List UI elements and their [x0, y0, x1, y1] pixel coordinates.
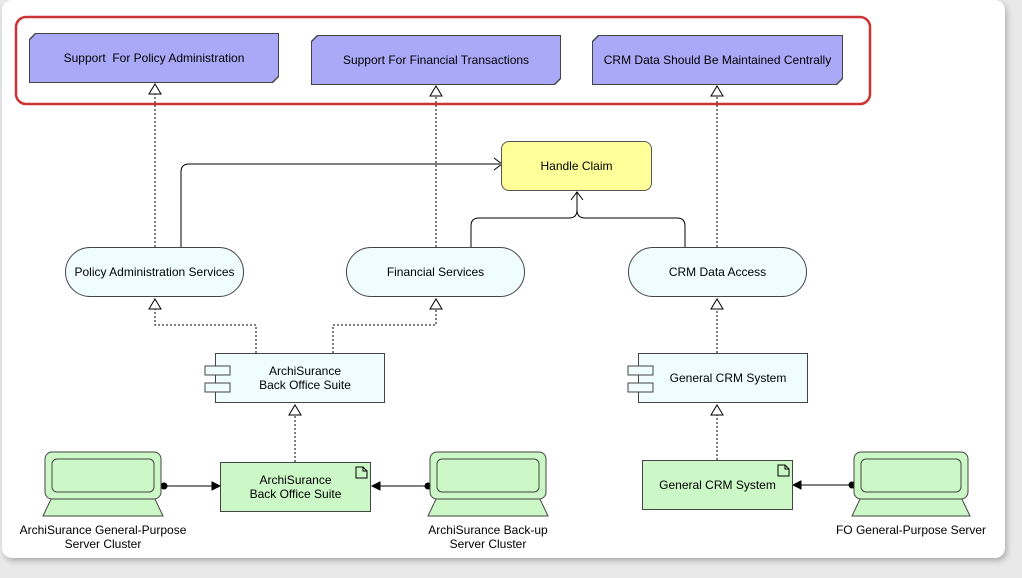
device-cluster-label-1: ArchiSurance General-Purpose	[19, 523, 187, 537]
device-fo-screen-inner	[860, 458, 962, 493]
device-fo-label-1: FO General-Purpose Server	[835, 523, 987, 537]
requirement-policy-admin-label: Support For Policy Administration	[63, 51, 245, 65]
device-fo-base	[851, 496, 971, 517]
component-crm-label: General CRM System	[669, 371, 787, 385]
device-backup-label-2: Server Cluster	[449, 537, 527, 551]
device-fo-server[interactable]	[851, 451, 971, 517]
service-financial[interactable]: Financial Services	[346, 247, 525, 297]
service-crm-access[interactable]: CRM Data Access	[628, 247, 807, 297]
service-policy-admin[interactable]: Policy Administration Services	[65, 247, 244, 297]
requirement-crm-label: CRM Data Should Be Maintained Centrally	[603, 53, 832, 67]
component-crm[interactable]: General CRM System	[638, 353, 808, 403]
service-financial-label: Financial Services	[386, 265, 485, 279]
device-backup[interactable]	[427, 451, 549, 517]
device-backup-label: ArchiSurance Back-up Server Cluster	[388, 523, 588, 551]
artifact-backoffice-label-1: ArchiSurance	[259, 473, 332, 487]
component-backoffice-label-1: ArchiSurance	[268, 364, 342, 378]
device-fo-label: FO General-Purpose Server	[816, 523, 1006, 537]
component-backoffice-label-2: Back Office Suite	[259, 378, 351, 392]
process-handle-claim-label: Handle Claim	[540, 159, 613, 173]
device-cluster-screen-inner	[51, 458, 155, 493]
device-cluster-base	[42, 496, 164, 517]
requirements-group[interactable]	[14, 15, 872, 106]
component-backoffice[interactable]: ArchiSurance Back Office Suite	[215, 353, 385, 403]
device-backup-screen-inner	[436, 458, 540, 493]
artifact-crm-label: General CRM System	[659, 478, 776, 492]
artifact-backoffice-label-2: Back Office Suite	[249, 487, 342, 501]
requirement-crm-central[interactable]: CRM Data Should Be Maintained Centrally	[593, 36, 842, 84]
device-backup-label-1: ArchiSurance Back-up	[428, 523, 548, 537]
service-crm-access-label: CRM Data Access	[668, 265, 767, 279]
requirement-financial-transactions[interactable]: Support For Financial Transactions	[312, 36, 560, 84]
device-cluster-label-2: Server Cluster	[64, 537, 142, 551]
service-policy-admin-label: Policy Administration Services	[74, 265, 235, 279]
realization-arrowheads	[148, 83, 724, 416]
artifact-crm[interactable]: General CRM System	[642, 460, 793, 510]
device-cluster[interactable]	[42, 451, 164, 517]
requirement-financial-label: Support For Financial Transactions	[342, 53, 530, 67]
requirement-policy-admin[interactable]: Support For Policy Administration	[30, 34, 278, 82]
device-cluster-label: ArchiSurance General-Purpose Server Clus…	[3, 523, 203, 551]
artifact-backoffice[interactable]: ArchiSurance Back Office Suite	[220, 462, 371, 512]
process-handle-claim[interactable]: Handle Claim	[501, 141, 652, 191]
realization-lines	[154, 91, 718, 462]
device-backup-base	[427, 496, 549, 517]
